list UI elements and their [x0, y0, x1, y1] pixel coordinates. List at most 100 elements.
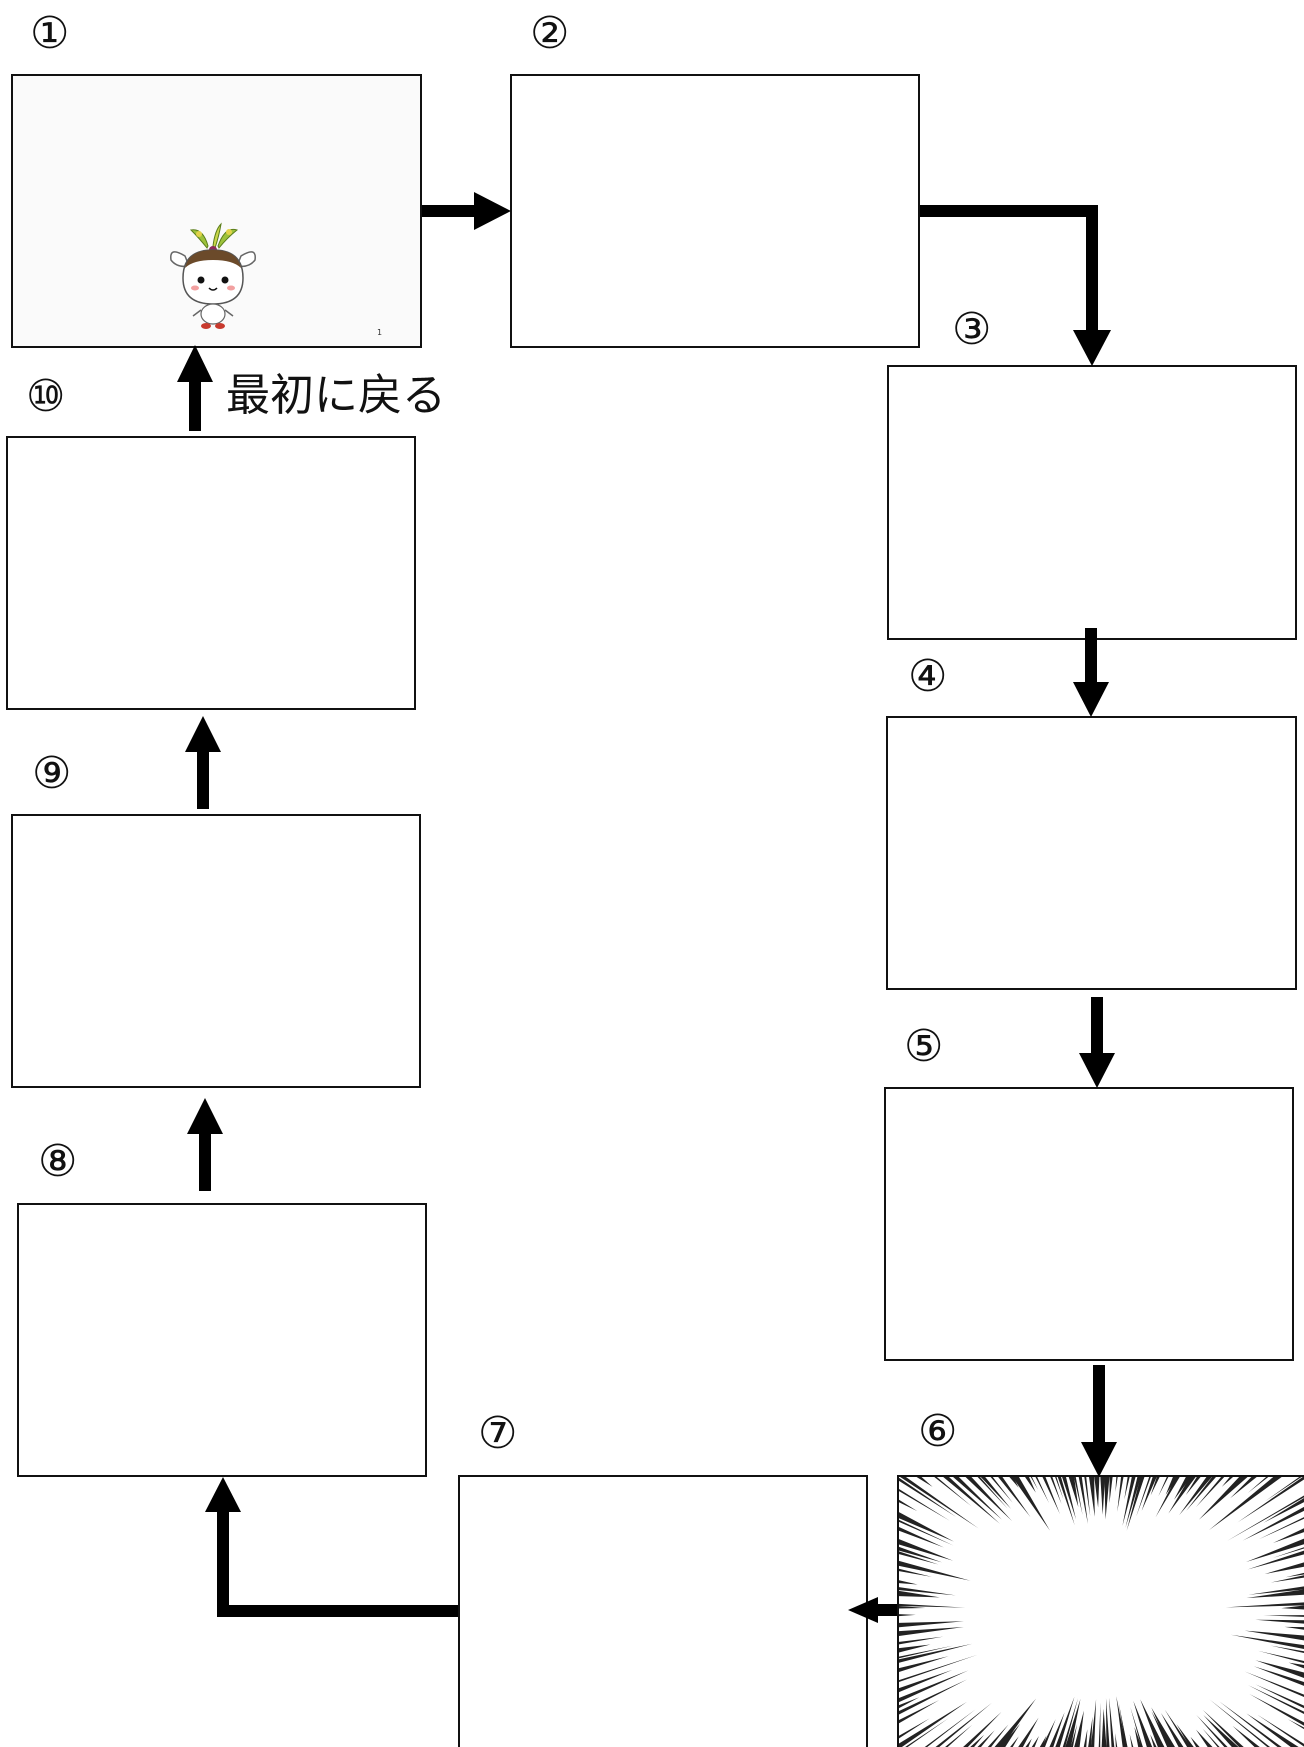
speed-line [1084, 1477, 1091, 1516]
speed-line [994, 1698, 1037, 1747]
speed-line [1124, 1477, 1130, 1500]
speed-line [1109, 1477, 1113, 1504]
slide-box-3 [887, 365, 1297, 640]
speed-line [1090, 1699, 1097, 1747]
speed-line [1057, 1477, 1075, 1526]
speed-line [1249, 1693, 1304, 1726]
speed-line [1101, 1708, 1107, 1747]
speed-line [1247, 1477, 1269, 1493]
speed-line [1174, 1477, 1192, 1500]
speed-line [1272, 1547, 1304, 1558]
arrowhead-3-to-4 [1073, 682, 1109, 717]
speed-line [1255, 1619, 1304, 1624]
speed-lines-image [899, 1477, 1304, 1747]
speed-line [1100, 1477, 1106, 1515]
slide-box-7 [458, 1475, 868, 1747]
speed-line [1136, 1477, 1151, 1517]
speed-line [899, 1519, 954, 1546]
speed-line [899, 1697, 920, 1709]
slide-box-2 [510, 74, 920, 348]
speed-line [1104, 1477, 1110, 1520]
speed-line [899, 1700, 940, 1724]
speed-line [1225, 1602, 1304, 1608]
speed-line [1074, 1710, 1084, 1747]
speed-line [1140, 1699, 1165, 1747]
speed-line [899, 1701, 968, 1747]
speed-line [1012, 1477, 1050, 1531]
speed-line [900, 1477, 979, 1529]
speed-line [935, 1702, 992, 1747]
speed-line [1105, 1698, 1110, 1747]
speed-line [1288, 1662, 1304, 1669]
speed-line [1264, 1562, 1304, 1574]
slide-box-6 [897, 1475, 1304, 1747]
step-label-4: ④ [908, 651, 948, 702]
slide-box-5 [884, 1087, 1294, 1361]
speed-line [1287, 1719, 1304, 1730]
speed-line [1151, 1707, 1175, 1747]
speed-line [1025, 1738, 1032, 1747]
speed-line [1160, 1712, 1184, 1747]
speed-line [899, 1590, 940, 1598]
speed-line [1185, 1477, 1201, 1495]
arrowhead-6-to-7 [848, 1597, 878, 1623]
speed-line [1195, 1477, 1225, 1508]
speed-line [1055, 1696, 1075, 1747]
speed-line [1018, 1717, 1039, 1747]
speed-line [1246, 1589, 1304, 1599]
speed-line [1078, 1477, 1088, 1525]
speed-line [977, 1477, 1008, 1509]
speed-line [1126, 1477, 1145, 1531]
speed-line [1055, 1477, 1064, 1499]
speed-line [1190, 1736, 1200, 1747]
speed-line [1117, 1477, 1124, 1512]
arrowhead-7-to-8 [205, 1477, 241, 1512]
return-to-start-note: 最初に戻る [226, 370, 446, 421]
speed-line [1030, 1477, 1039, 1490]
speed-line [1155, 1477, 1180, 1518]
speed-line [1281, 1605, 1304, 1610]
arrow-7-to-8 [217, 1510, 458, 1617]
speed-line [1062, 1698, 1078, 1747]
speed-line [1094, 1477, 1100, 1508]
arrowhead-4-to-5 [1079, 1053, 1115, 1088]
speed-line [1237, 1477, 1304, 1523]
arrowhead-8-to-9 [187, 1098, 223, 1134]
speed-line [899, 1614, 916, 1617]
speed-line [899, 1626, 964, 1636]
speed-line [1247, 1684, 1304, 1714]
speed-line [1253, 1666, 1304, 1686]
slide-box-1: 1 [11, 74, 422, 348]
step-label-7: ⑦ [478, 1408, 518, 1459]
slide-box-4 [886, 716, 1297, 990]
speed-line [899, 1644, 931, 1653]
arrowhead-1-to-2 [474, 192, 511, 230]
step-label-6: ⑥ [918, 1406, 958, 1457]
speed-line [899, 1670, 969, 1703]
speed-line [899, 1477, 957, 1517]
speed-line [1284, 1626, 1304, 1630]
speed-line [1150, 1734, 1157, 1747]
speed-line [1129, 1734, 1134, 1747]
speed-line [1025, 1477, 1036, 1493]
speed-line [1242, 1506, 1304, 1541]
speed-line [1248, 1586, 1304, 1595]
step-label-2: ② [530, 8, 570, 59]
step-label-10: ⑩ [26, 371, 66, 422]
speed-line [1263, 1497, 1304, 1523]
speed-line [1116, 1696, 1127, 1747]
speed-line [899, 1643, 973, 1663]
speed-line [1098, 1702, 1101, 1747]
speed-line [1118, 1702, 1128, 1747]
speed-line [1198, 1477, 1248, 1520]
speed-line [1209, 1699, 1271, 1747]
step-label-5: ⑤ [904, 1021, 944, 1072]
speed-line [1088, 1716, 1093, 1747]
speed-line [1115, 1733, 1118, 1747]
speed-line [977, 1730, 995, 1747]
speed-line [1258, 1517, 1304, 1540]
step-label-3: ③ [952, 304, 992, 355]
speed-line [1232, 1725, 1260, 1747]
speed-line [1109, 1697, 1115, 1747]
speed-line [899, 1605, 926, 1609]
